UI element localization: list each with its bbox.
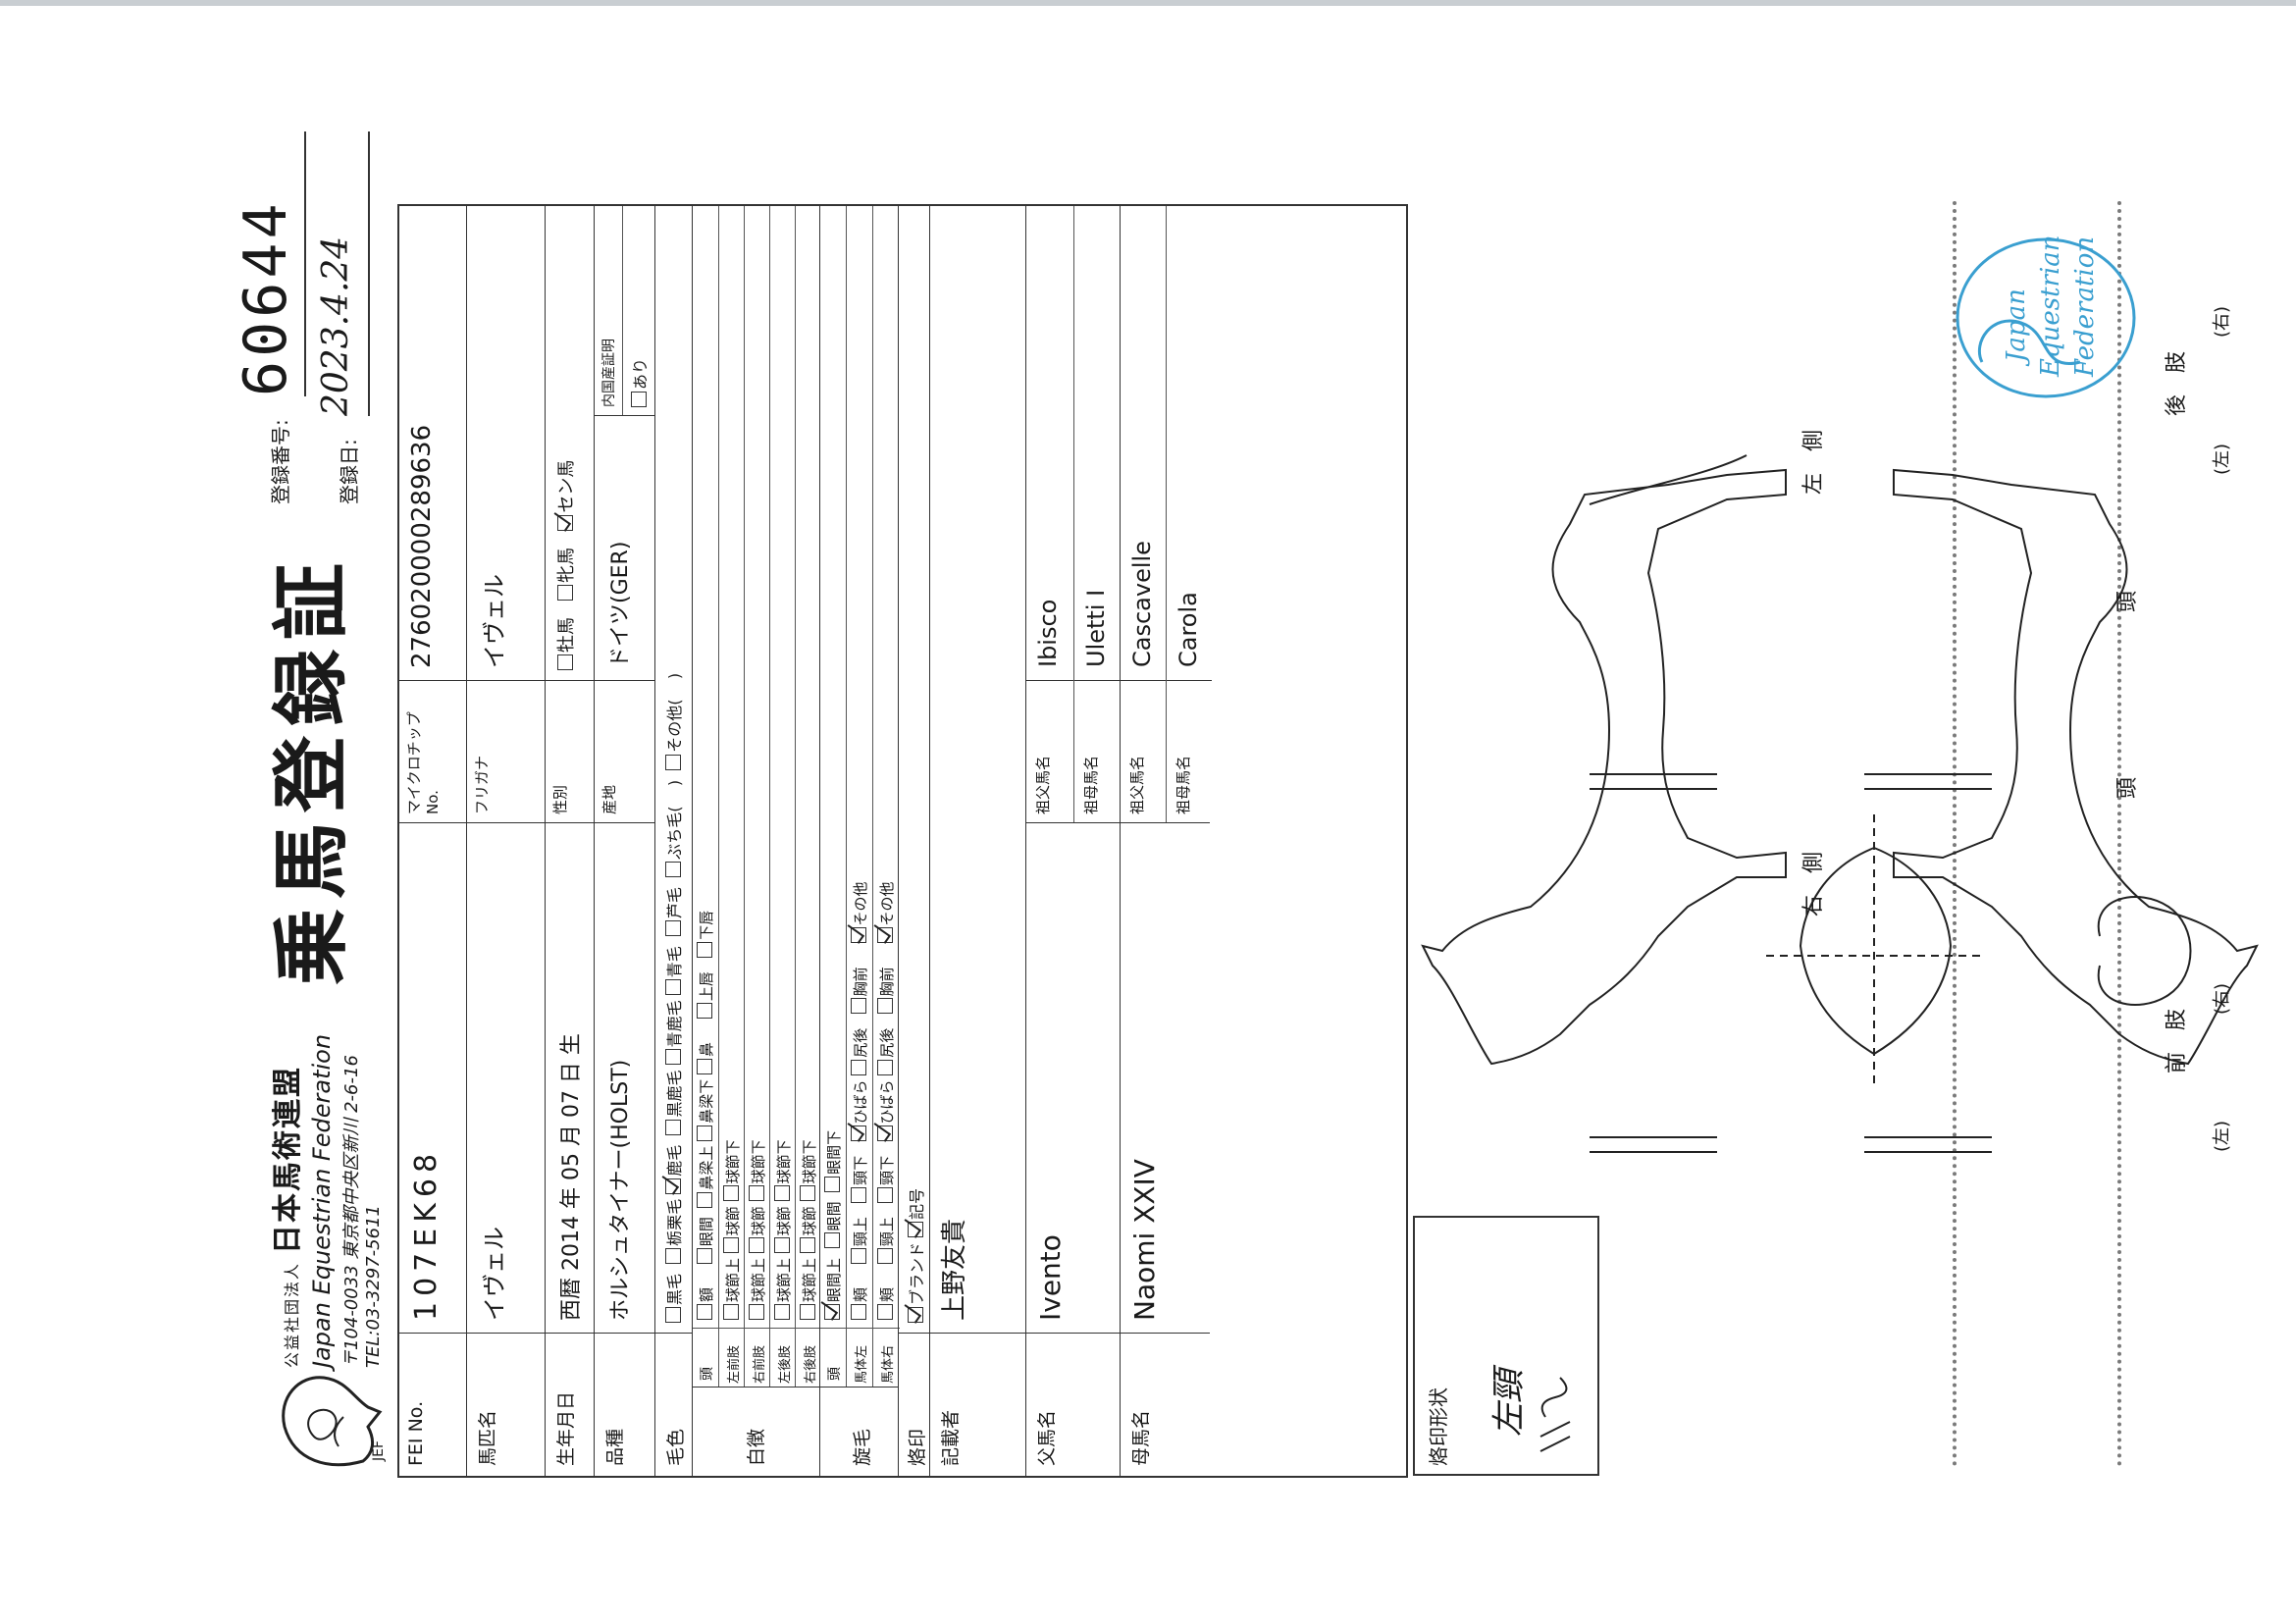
- dam-dam: 祖母馬名 Carola: [1166, 206, 1212, 822]
- org-address: 〒104-0033 東京都中央区新川 2-6-16: [341, 1055, 362, 1368]
- neck-view-label: 頭: [2115, 590, 2140, 612]
- dam-value: Naomi XXIV: [1121, 823, 1210, 1334]
- markings-rh: 右後肢 球節上 球節 球節下: [795, 206, 821, 1387]
- reg-date: 2023.4.24: [316, 236, 356, 416]
- horse-rear-view-icon: [2097, 896, 2192, 1006]
- breed-label: 品種: [604, 1428, 626, 1466]
- row-whorls: 旋毛 頭 眼間上 眼間 眼間下 馬体左 頬 頸上 頸下 ひばら 尻後 胸前: [819, 206, 900, 1476]
- sire-sire: 祖父馬名 Ibisco: [1026, 206, 1073, 822]
- birth-label: 生年月日: [555, 1390, 577, 1466]
- markings-head: 頭 額 眼間 鼻梁上 鼻梁下 鼻 上唇 下唇: [693, 206, 718, 1387]
- origin-value: ドイツ(GER): [595, 416, 654, 681]
- left-side-label: 左 側: [1801, 429, 1826, 495]
- org-name-en: Japan Equestrian Federation: [308, 1033, 336, 1368]
- sex-label: 性別: [546, 681, 594, 823]
- document-title: 乗馬登録証: [268, 552, 356, 985]
- coat-options: 黒毛 栃栗毛 鹿毛 黒鹿毛 青鹿毛 青毛 芦毛 ぶち毛( ) その他( ): [655, 206, 692, 1334]
- sex-options: 牡馬 牝馬 セン馬: [546, 206, 594, 681]
- fei-label: FEI No.: [405, 1400, 427, 1466]
- sire-dam: 祖母馬名 Uletti I: [1073, 206, 1122, 822]
- fore-left-paren: (左): [2212, 1120, 2232, 1152]
- origin-label: 産地: [595, 681, 654, 823]
- domestic-label: 内国産証明: [595, 206, 623, 415]
- fei-value: 107EK68: [399, 823, 466, 1334]
- limb-sketch-icons: [1590, 773, 1992, 1153]
- markings-label: 白徴: [746, 1428, 767, 1466]
- stamp-text-3: Federation: [2070, 236, 2100, 377]
- coat-label: 毛色: [665, 1428, 687, 1466]
- brand-options: ブランド 記号: [899, 206, 929, 1334]
- markings-lh: 左後肢 球節上 球節 球節下: [769, 206, 796, 1387]
- row-coat: 毛色 黒毛 栃栗毛 鹿毛 黒鹿毛 青鹿毛 青毛 芦毛 ぶち毛( ) その他( ): [654, 206, 692, 1476]
- row-birth: 生年月日 西暦 2014 年 05 月 07 日 生 性別 牡馬 牝馬 セン馬: [545, 206, 594, 1476]
- name-value: イヴェル: [467, 823, 545, 1334]
- stamp-text-2: Equestrian: [2036, 235, 2065, 377]
- dam-sire: 祖父馬名 Cascavelle: [1121, 206, 1166, 822]
- registration-table: FEI No. 107EK68 マイクロチップNo. 2760200002896…: [397, 204, 1408, 1478]
- scan-edge: [0, 0, 2296, 6]
- brand-sketch-icon: [1539, 1377, 1571, 1452]
- domestic-proof: 内国産証明 あり: [595, 206, 654, 416]
- breed-value: ホルシュタイナー(HOLST): [595, 823, 654, 1334]
- hind-left-paren: (左): [2212, 443, 2232, 475]
- name-label: 馬匹名: [477, 1409, 498, 1466]
- furigana-label: フリガナ: [467, 681, 545, 823]
- row-name: 馬匹名 イヴェル フリガナ イヴェル: [466, 206, 545, 1476]
- row-sire: 父馬名 Ivento 祖父馬名 Ibisco 祖母馬名 Uletti I: [1025, 206, 1122, 1476]
- reg-number-underline: [304, 131, 306, 396]
- head-view-label: 頭: [2115, 776, 2140, 799]
- domestic-option: あり: [623, 206, 654, 415]
- furigana-value: イヴェル: [467, 206, 545, 681]
- horse-diagram: [1421, 454, 2259, 1153]
- recorder-value: 上野友貴: [930, 206, 1025, 1334]
- row-fei: FEI No. 107EK68 マイクロチップNo. 2760200002896…: [399, 206, 466, 1476]
- reg-date-underline: [368, 131, 370, 416]
- reg-number-label: 登録番号:: [269, 419, 292, 504]
- row-dam: 母馬名 Naomi XXIV 祖父馬名 Cascavelle 祖母馬名 Caro…: [1120, 206, 1212, 1476]
- markings-rf: 右前肢 球節上 球節 球節下: [744, 206, 770, 1387]
- whorl-head: 頭 眼間上 眼間 眼間下: [820, 206, 846, 1387]
- microchip-value: 276020000289636: [399, 206, 466, 681]
- row-brand: 烙印 ブランド 記号: [898, 206, 929, 1476]
- row-recorder: 記載者 上野友貴: [929, 206, 1025, 1476]
- markings-lf: 左前肢 球節上 球節 球節下: [718, 206, 745, 1387]
- perforation-line-right: [2117, 201, 2121, 1467]
- sire-label: 父馬名: [1036, 1409, 1058, 1466]
- row-markings: 白徴 頭 額 眼間 鼻梁上 鼻梁下 鼻 上唇 下唇 左前肢: [692, 206, 821, 1476]
- reg-number: 60644: [232, 199, 300, 396]
- hindlimb-label: 後 肢: [2165, 350, 2189, 416]
- birth-value: 西暦 2014 年 05 月 07 日 生: [546, 823, 594, 1334]
- reg-date-label: 登録日:: [338, 439, 361, 504]
- recorder-label: 記載者: [940, 1409, 962, 1466]
- right-side-label: 右 側: [1801, 851, 1826, 916]
- microchip-label: マイクロチップNo.: [399, 681, 466, 823]
- horse-left-side-icon: [1893, 468, 2259, 1066]
- sire-value: Ivento: [1026, 823, 1120, 1334]
- whorl-label: 旋毛: [852, 1428, 873, 1466]
- whorl-right: 馬体右 頬 頸上 頸下 ひばら 尻後 胸前 その他: [872, 206, 900, 1387]
- org-name-jp: 公益社団法人日本馬術連盟: [271, 1065, 305, 1368]
- logo-text: JEF: [371, 1440, 387, 1461]
- jef-stamp-icon: [1956, 237, 2136, 398]
- fore-right-paren: (右): [2212, 982, 2232, 1015]
- horse-right-side-icon: [1421, 454, 1787, 1066]
- dam-label: 母馬名: [1130, 1409, 1152, 1466]
- perforation-line-left: [1953, 201, 1957, 1467]
- jef-logo-icon: [282, 1376, 383, 1467]
- row-breed: 品種 ホルシュタイナー(HOLST) 産地 ドイツ(GER) 内国産証明 あり: [594, 206, 654, 1476]
- horse-head-front-icon: [1766, 809, 1982, 1083]
- forelimb-label: 前 肢: [2165, 1008, 2189, 1073]
- org-tel: TEL:03-3297-5611: [363, 1205, 384, 1368]
- stamp-text-1: Japan: [2002, 288, 2031, 362]
- brand-label: 烙印: [907, 1428, 928, 1466]
- whorl-left: 馬体左 頬 頸上 頸下 ひばら 尻後 胸前 その他: [846, 206, 873, 1387]
- hind-right-paren: (右): [2212, 305, 2232, 338]
